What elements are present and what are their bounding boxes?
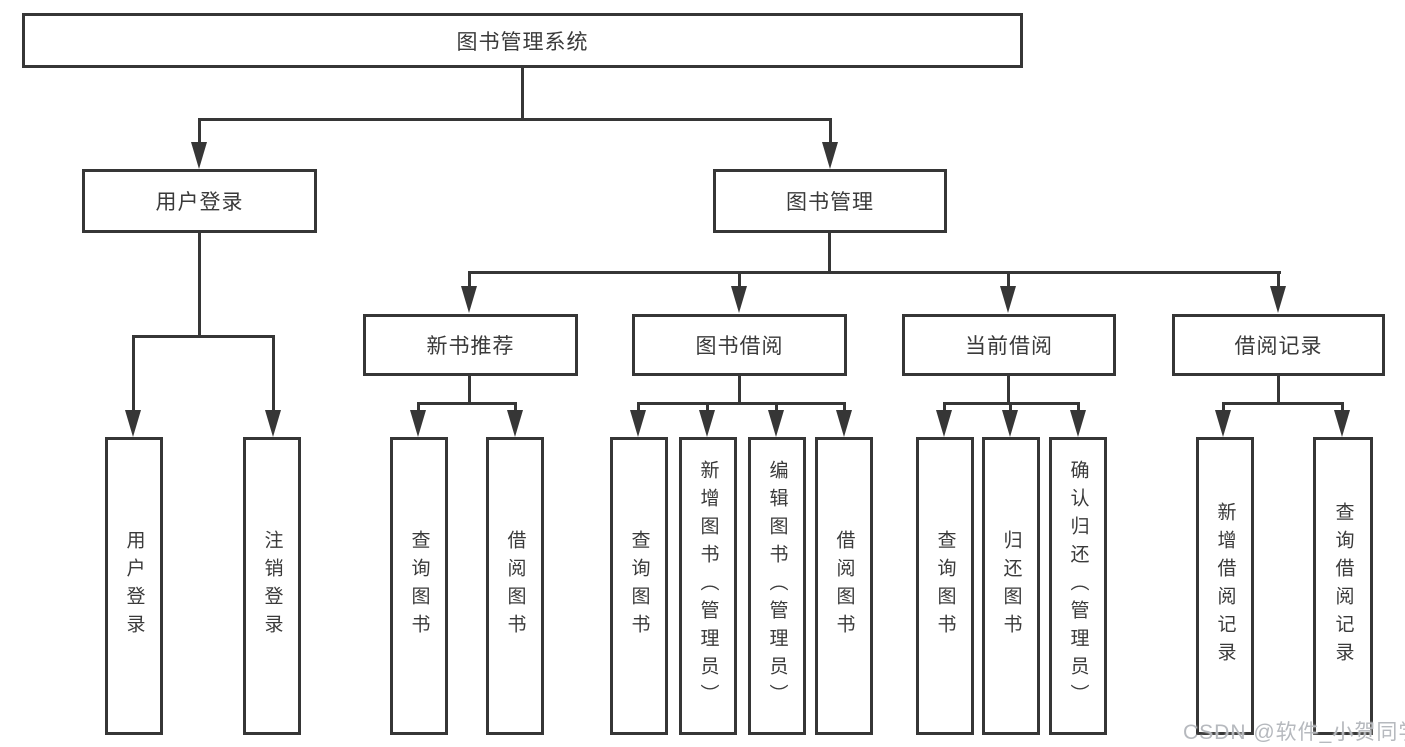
connector-line (132, 335, 135, 413)
arrowhead (191, 142, 207, 169)
arrowhead (1070, 410, 1086, 437)
connector-line (829, 118, 832, 146)
node-borrowing-records: 借阅记录 (1172, 314, 1385, 376)
leaf-confirm-return-admin: 确认归还（管理员） (1049, 437, 1107, 735)
leaf-label: 查询图书 (628, 530, 650, 642)
arrowhead (1000, 286, 1016, 313)
leaf-edit-books-admin: 编辑图书（管理员） (748, 437, 806, 735)
connector-line (637, 402, 640, 412)
connector-line (1222, 402, 1344, 405)
connector-line (1277, 271, 1280, 288)
connector-line (1009, 402, 1012, 412)
arrowhead (410, 410, 426, 437)
arrowhead (507, 410, 523, 437)
connector-line (738, 271, 741, 288)
connector-line (198, 118, 832, 121)
connector-line (775, 402, 778, 412)
leaf-label: 用户登录 (123, 530, 145, 642)
leaf-label: 确认归还（管理员） (1067, 460, 1089, 712)
node-label: 图书借阅 (695, 335, 784, 358)
arrowhead (836, 410, 852, 437)
connector-line (843, 402, 846, 412)
leaf-query-books-recommend: 查询图书 (390, 437, 448, 735)
connector-line (468, 271, 471, 288)
node-label: 图书管理 (786, 191, 874, 214)
leaf-add-borrow-record: 新增借阅记录 (1196, 437, 1254, 735)
node-label: 图书管理系统 (456, 30, 589, 54)
leaf-label: 查询图书 (408, 530, 430, 642)
node-label: 用户登录 (155, 191, 244, 214)
leaf-add-books-admin: 新增图书（管理员） (679, 437, 737, 735)
connector-line (706, 402, 709, 412)
node-label: 新书推荐 (426, 335, 515, 358)
node-label: 当前借阅 (965, 335, 1053, 358)
connector-line (637, 402, 846, 405)
arrowhead (1270, 286, 1286, 313)
leaf-user-login: 用户登录 (105, 437, 163, 735)
leaf-query-borrow-record: 查询借阅记录 (1313, 437, 1373, 735)
connector-line (417, 402, 517, 405)
connector-line (1222, 402, 1225, 412)
connector-line (468, 271, 1281, 274)
leaf-logout: 注销登录 (243, 437, 301, 735)
node-library-system: 图书管理系统 (22, 13, 1023, 68)
arrowhead (936, 410, 952, 437)
node-new-book-recommendation: 新书推荐 (363, 314, 578, 376)
connector-line (198, 118, 201, 146)
leaf-borrow-books-recommend: 借阅图书 (486, 437, 544, 735)
leaf-label: 新增借阅记录 (1214, 502, 1236, 670)
arrowhead (630, 410, 646, 437)
arrowhead (1334, 410, 1350, 437)
arrowhead (731, 286, 747, 313)
connector-line (521, 68, 524, 118)
connector-line (1277, 376, 1280, 405)
connector-line (1077, 402, 1080, 412)
connector-line (943, 402, 946, 412)
connector-line (272, 335, 275, 413)
csdn-watermark: CSDN @软件_小贺同学 (1183, 721, 1405, 744)
arrowhead (768, 410, 784, 437)
leaf-label: 注销登录 (261, 530, 283, 642)
connector-line (198, 233, 201, 337)
leaf-label: 新增图书（管理员） (697, 460, 719, 712)
connector-line (468, 376, 471, 405)
connector-line (828, 233, 831, 273)
arrowhead (1215, 410, 1231, 437)
arrowhead (265, 410, 281, 437)
leaf-borrow-books: 借阅图书 (815, 437, 873, 735)
node-current-borrowing: 当前借阅 (902, 314, 1116, 376)
connector-line (1007, 271, 1010, 288)
connector-line (1007, 376, 1010, 405)
arrowhead (822, 142, 838, 169)
connector-line (1341, 402, 1344, 412)
node-book-borrowing: 图书借阅 (632, 314, 847, 376)
arrowhead (125, 410, 141, 437)
leaf-query-books-borrow: 查询图书 (610, 437, 668, 735)
node-book-management: 图书管理 (713, 169, 947, 233)
leaf-label: 查询图书 (934, 530, 956, 642)
node-user-login: 用户登录 (82, 169, 317, 233)
leaf-label: 借阅图书 (504, 530, 526, 642)
connector-line (514, 402, 517, 412)
connector-line (738, 376, 741, 405)
arrowhead (1002, 410, 1018, 437)
node-label: 借阅记录 (1234, 335, 1323, 358)
arrowhead (699, 410, 715, 437)
leaf-label: 归还图书 (1000, 530, 1022, 642)
leaf-query-books-current: 查询图书 (916, 437, 974, 735)
connector-line (132, 335, 275, 338)
leaf-return-books: 归还图书 (982, 437, 1040, 735)
leaf-label: 编辑图书（管理员） (766, 460, 788, 712)
arrowhead (461, 286, 477, 313)
leaf-label: 查询借阅记录 (1332, 502, 1354, 670)
leaf-label: 借阅图书 (833, 530, 855, 642)
connector-line (417, 402, 420, 412)
